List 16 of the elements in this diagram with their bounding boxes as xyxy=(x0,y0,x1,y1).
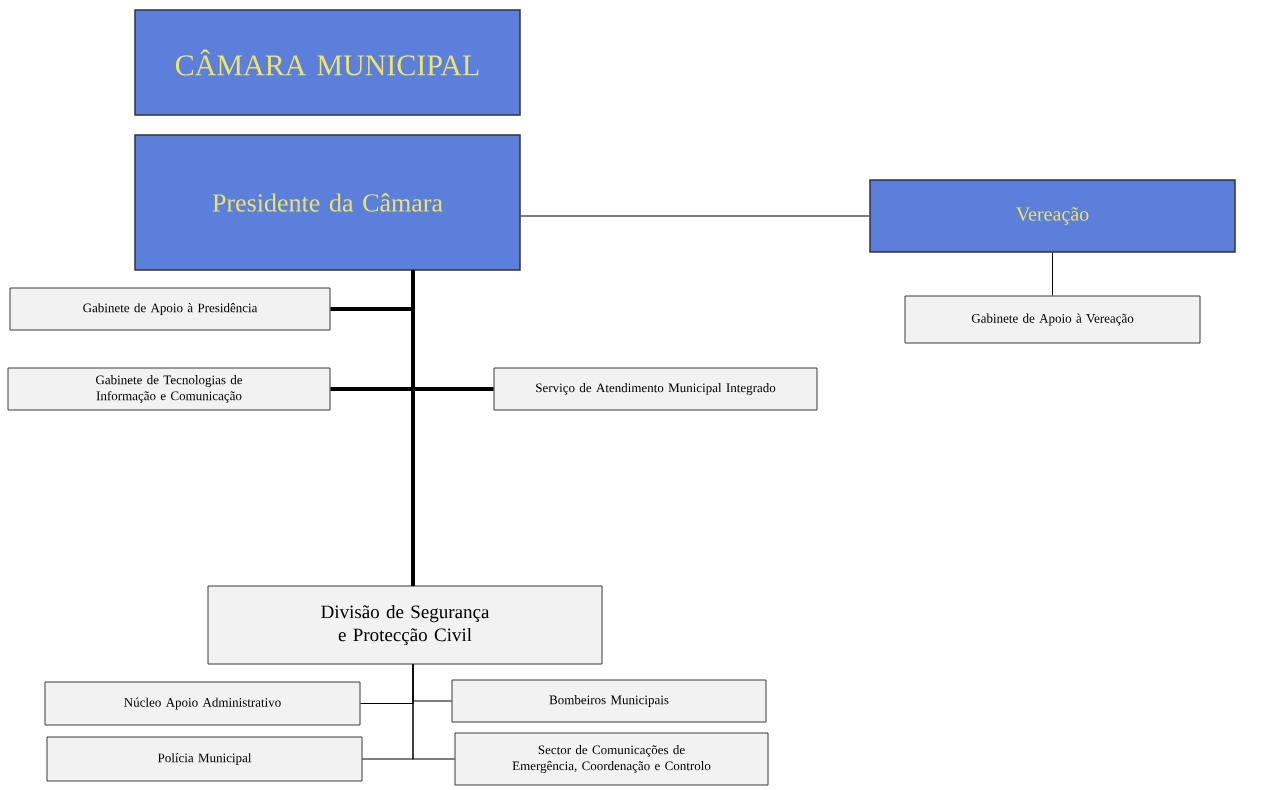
connector-line xyxy=(411,270,415,586)
unit-box: Gabinete de Tecnologias de Informação e Comunicação xyxy=(7,367,331,411)
connector-line xyxy=(520,215,870,217)
unit-box: Sector de Comunicações de Emergência, Coordenação e Controlo xyxy=(454,732,769,786)
heading-box: Vereação xyxy=(869,179,1236,253)
unit-box: Serviço de Atendimento Municipal Integrado xyxy=(493,367,818,411)
connector-line xyxy=(412,663,456,760)
unit-box: Polícia Municipal xyxy=(46,736,363,782)
unit-box: Bombeiros Municipais xyxy=(451,679,767,723)
unit-box: Gabinete de Apoio à Presidência xyxy=(9,287,331,331)
connector-line xyxy=(1052,252,1053,297)
unit-box: Núcleo Apoio Administrativo xyxy=(44,681,361,726)
unit-box: Gabinete de Apoio à Vereação xyxy=(904,295,1201,344)
unit-box: Divisão de Segurança e Protecção Civil xyxy=(207,585,603,665)
heading-box: Presidente da Câmara xyxy=(134,134,521,271)
heading-box: CÂMARA MUNICIPAL xyxy=(134,9,521,116)
